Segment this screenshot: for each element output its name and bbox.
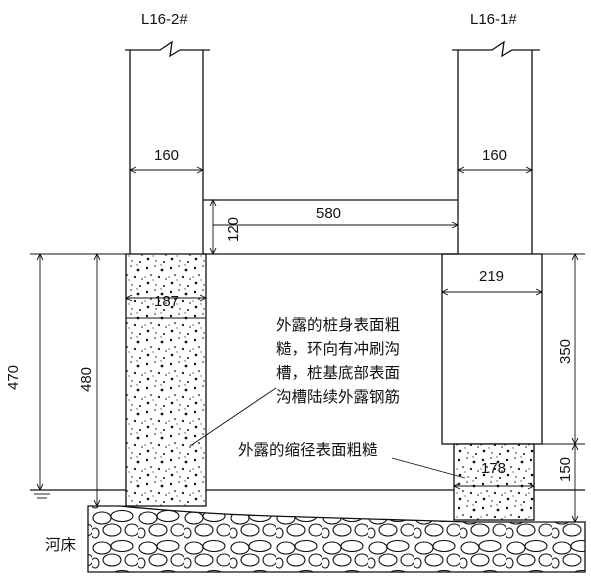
pile-right-label: L16-1#: [470, 11, 517, 28]
dim-right-width-label: 160: [482, 147, 507, 164]
note-pile-surface-line-2: 糙，环向有冲刷沟: [276, 340, 400, 358]
dim-right-reduced: [452, 482, 536, 490]
dim-right-exposed: [440, 288, 544, 296]
dim-left-width-label: 160: [154, 147, 179, 164]
note-neck-surface: 外露的缩径表面粗糙: [238, 441, 378, 459]
dim-right-reduced-label: 178: [481, 460, 506, 477]
note-pile-surface-leader: [189, 387, 277, 447]
water-level-icon: [34, 493, 50, 499]
dim-left-outer-label: 470: [5, 365, 22, 390]
dim-right-exposed-label: 219: [479, 268, 504, 285]
dim-right-150-label: 150: [557, 457, 574, 482]
dim-left-width: [128, 166, 205, 174]
dim-right-vertical: [534, 252, 585, 524]
right-pile-neck: [453, 443, 535, 521]
riverbed: [87, 505, 586, 573]
pile-left-label: L16-2#: [141, 11, 188, 28]
riverbed-label: 河床: [45, 536, 76, 554]
right-pile-column: [452, 40, 540, 254]
note-pile-surface-line-4: 沟槽陆续外露钢筋: [276, 388, 400, 406]
dim-left-inner-label: 480: [78, 367, 95, 392]
left-pile-exposed: [125, 253, 207, 507]
dim-beam-height-label: 120: [225, 217, 242, 242]
dim-left-reduced-label: 187: [154, 293, 179, 310]
dim-right-350-label: 350: [557, 339, 574, 364]
note-neck-leader: [391, 457, 466, 479]
dim-beam-span-label: 580: [316, 205, 341, 222]
note-pile-surface-line-3: 槽，桩基底部表面: [276, 364, 400, 382]
left-pile-column: [125, 40, 210, 254]
dim-left-inner: [88, 252, 126, 508]
dim-right-width: [456, 166, 534, 174]
tie-beam: [203, 199, 458, 255]
dim-left-reduced: [124, 294, 208, 302]
note-pile-surface-line-1: 外露的桩身表面粗: [276, 316, 400, 334]
right-pile-exposed: [441, 253, 543, 445]
dim-left-outer: [30, 252, 126, 492]
dim-beam-span: [209, 198, 460, 256]
